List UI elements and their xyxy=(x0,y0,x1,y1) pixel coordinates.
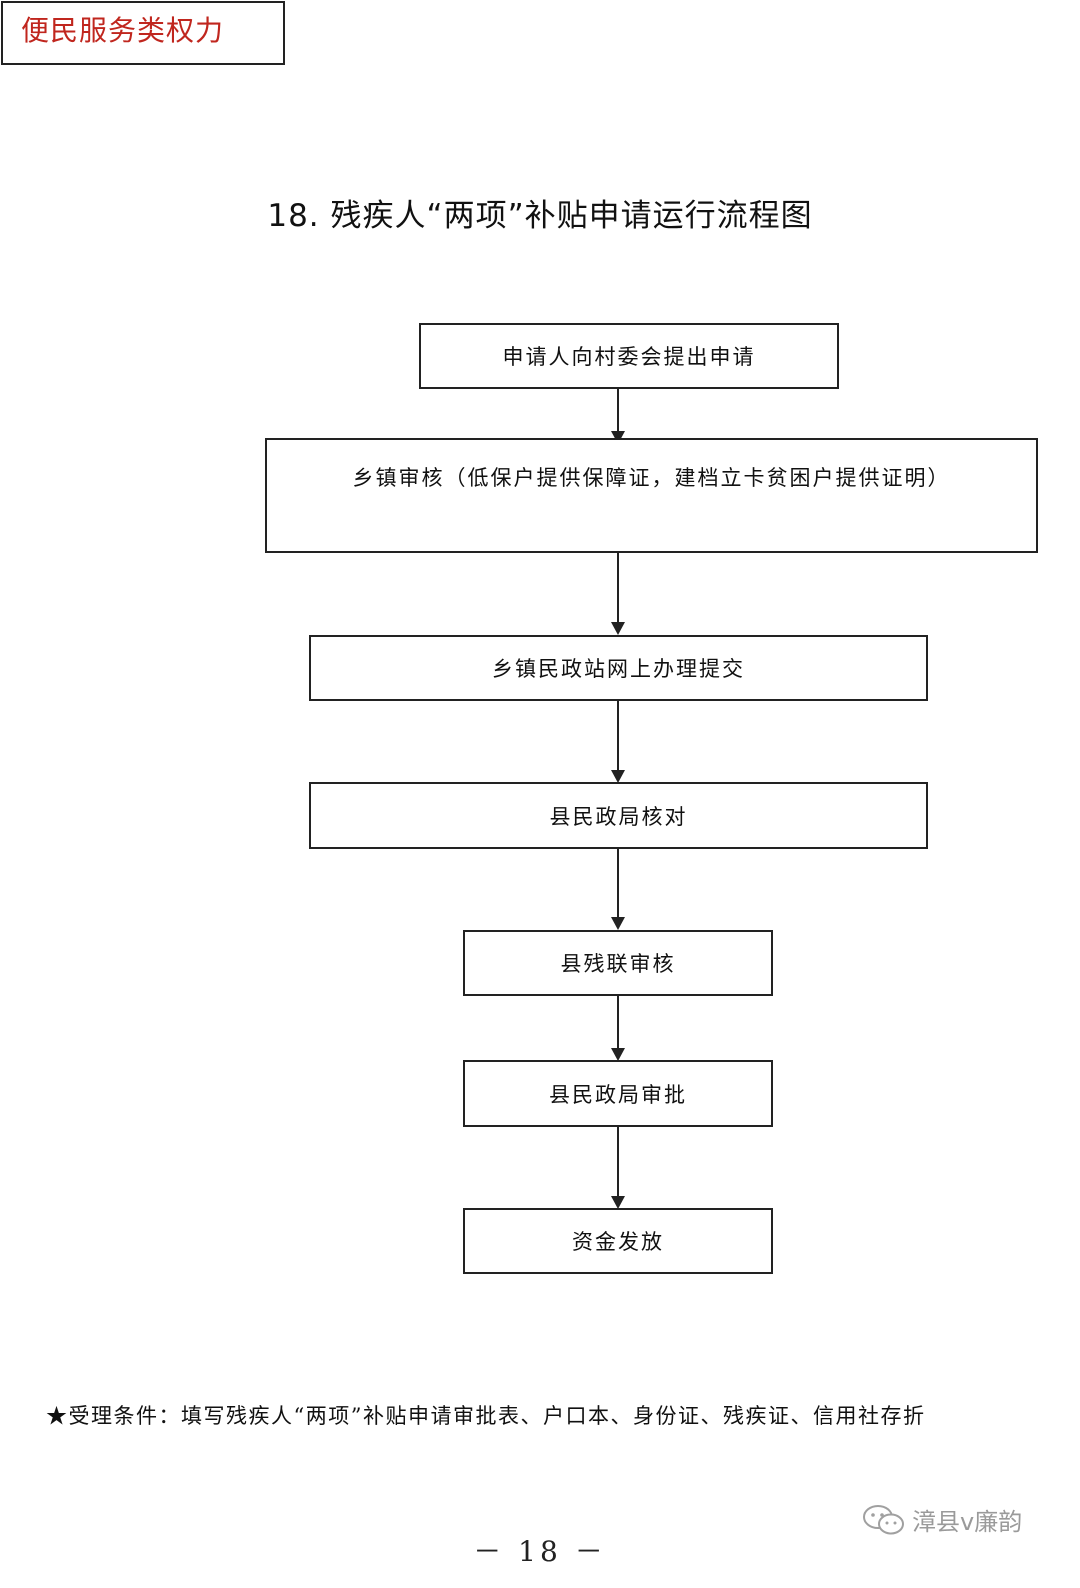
page-title: 18. 残疾人“两项”补贴申请运行流程图 xyxy=(267,198,813,234)
category-label: 便民服务类权力 xyxy=(1,1,285,65)
flow-step-apply: 申请人向村委会提出申请 xyxy=(419,323,839,389)
watermark-text: 漳县v廉韵 xyxy=(912,1508,1023,1536)
arrow-down-icon xyxy=(611,770,625,783)
wechat-icon xyxy=(863,1504,904,1534)
connector-line xyxy=(617,849,619,923)
connector-line xyxy=(617,553,619,628)
flow-step-fund-release: 资金发放 xyxy=(463,1208,773,1274)
connector-line xyxy=(617,389,619,431)
connector-line xyxy=(617,996,619,1053)
arrow-down-icon xyxy=(611,622,625,635)
arrow-down-icon xyxy=(611,1196,625,1209)
connector-line xyxy=(617,701,619,776)
flow-step-county-approval: 县民政局审批 xyxy=(463,1060,773,1127)
flow-step-online-submit: 乡镇民政站网上办理提交 xyxy=(309,635,928,701)
page-number: － 18 － xyxy=(473,1535,607,1568)
acceptance-conditions: ★受理条件：填写残疾人“两项”补贴申请审批表、户口本、身份证、残疾证、信用社存折 xyxy=(46,1404,926,1428)
arrow-down-icon xyxy=(611,1048,625,1061)
flow-step-disability-federation-review: 县残联审核 xyxy=(463,930,773,996)
flow-step-county-check: 县民政局核对 xyxy=(309,782,928,849)
arrow-down-icon xyxy=(611,917,625,930)
connector-line xyxy=(617,1127,619,1203)
flow-step-township-review: 乡镇审核（低保户提供保障证，建档立卡贫困户提供证明） xyxy=(265,438,1038,553)
watermark: 漳县v廉韵 xyxy=(862,1502,1022,1537)
